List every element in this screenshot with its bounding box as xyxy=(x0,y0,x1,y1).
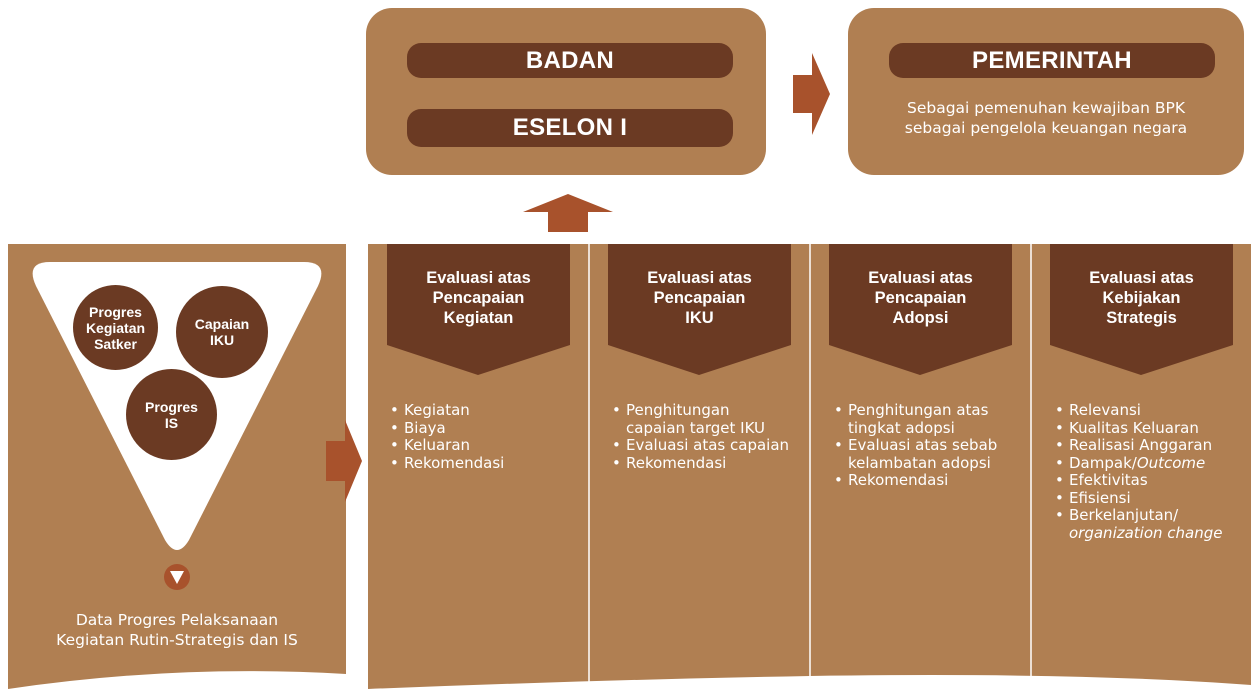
column-title-strategis: Evaluasi atas Kebijakan Strategis xyxy=(1050,268,1233,328)
circle-line: Satker xyxy=(94,335,137,352)
right-arrow-to-pemerintah xyxy=(793,53,830,135)
list-item: Penghitungan atas tingkat adopsi xyxy=(832,401,1012,437)
list-item-italic: organization change xyxy=(1069,523,1223,542)
list-item: Rekomendasi xyxy=(388,454,578,473)
ribbon-shape xyxy=(1050,244,1233,375)
title-line: Kebijakan xyxy=(1102,289,1181,307)
list-item: Kegiatan xyxy=(388,401,578,420)
list-item-text: Dampak/ xyxy=(1069,453,1137,472)
chevron-down-icon-glyph xyxy=(170,571,184,584)
column-list-strategis: Relevansi Kualitas Keluaran Realisasi An… xyxy=(1053,401,1243,542)
pemerintah-subtitle-line: Sebagai pemenuhan kewajiban BPK xyxy=(907,99,1185,117)
title-line: Evaluasi atas xyxy=(647,269,752,287)
title-line: Strategis xyxy=(1106,309,1177,327)
title-line: Evaluasi atas xyxy=(426,269,531,287)
ribbon-shape xyxy=(387,244,570,375)
list-item: Rekomendasi xyxy=(610,454,790,473)
pemerintah-box xyxy=(848,8,1244,175)
list-item: Efektivitas xyxy=(1053,471,1243,490)
title-line: Kegiatan xyxy=(443,309,514,327)
title-line: Evaluasi atas xyxy=(868,269,973,287)
list-item: Rekomendasi xyxy=(832,471,1012,490)
circle-line: Kegiatan xyxy=(85,319,146,336)
title-line: Pencapaian xyxy=(874,289,967,307)
circle-line: IS xyxy=(164,414,179,431)
ribbon-shape xyxy=(608,244,791,375)
pemerintah-pill: PEMERINTAH xyxy=(889,43,1215,78)
title-line: Adopsi xyxy=(892,309,949,327)
caption-line: Kegiatan Rutin-Strategis dan IS xyxy=(56,631,298,649)
title-line: IKU xyxy=(685,309,714,327)
list-item: Relevansi xyxy=(1053,401,1243,420)
pemerintah-subtitle: Sebagai pemenuhan kewajiban BPK sebagai … xyxy=(858,98,1234,138)
circle-line: Progres xyxy=(89,303,142,320)
title-line: Evaluasi atas xyxy=(1089,269,1194,287)
column-title-iku: Evaluasi atas Pencapaian IKU xyxy=(608,268,791,328)
circle-capaian-iku: Capaian IKU xyxy=(176,286,268,378)
left-panel-caption: Data Progres Pelaksanaan Kegiatan Rutin-… xyxy=(12,610,342,650)
list-item-text: Berkelanjutan/ xyxy=(1069,506,1179,524)
column-list-kegiatan: Kegiatan Biaya Keluaran Rekomendasi xyxy=(388,401,578,473)
list-item: Keluaran xyxy=(388,436,578,455)
circle-progres-is: Progres IS xyxy=(126,369,217,460)
pemerintah-subtitle-line: sebagai pengelola keuangan negara xyxy=(904,119,1188,137)
list-item: Evaluasi atas capaian xyxy=(610,436,790,455)
list-item: Realisasi Anggaran xyxy=(1053,436,1243,455)
list-item: Penghitungan capaian target IKU xyxy=(610,401,790,437)
eselon-pill: ESELON I xyxy=(407,109,733,147)
circle-progres-kegiatan-satker: Progres Kegiatan Satker xyxy=(73,285,158,370)
column-title-kegiatan: Evaluasi atas Pencapaian Kegiatan xyxy=(387,268,570,328)
caption-line: Data Progres Pelaksanaan xyxy=(75,611,279,629)
column-list-iku: Penghitungan capaian target IKU Evaluasi… xyxy=(610,401,790,473)
title-line: Pencapaian xyxy=(432,289,525,307)
badan-eselon-box xyxy=(366,8,766,175)
list-item: Evaluasi atas sebab kelambatan adopsi xyxy=(832,436,1012,472)
column-title-adopsi: Evaluasi atas Pencapaian Adopsi xyxy=(829,268,1012,328)
ribbon-shape xyxy=(829,244,1012,375)
list-item: Berkelanjutan/organization change xyxy=(1053,506,1243,542)
title-line: Pencapaian xyxy=(653,289,746,307)
list-item: Biaya xyxy=(388,419,578,438)
list-item: Efisiensi xyxy=(1053,489,1243,508)
up-arrow-to-eselon xyxy=(523,194,613,232)
circle-line: Capaian xyxy=(194,316,250,332)
list-item-italic: Outcome xyxy=(1136,453,1206,472)
list-item: Kualitas Keluaran xyxy=(1053,419,1243,438)
column-list-adopsi: Penghitungan atas tingkat adopsi Evaluas… xyxy=(832,401,1012,490)
badan-pill: BADAN xyxy=(407,43,733,78)
right-arrow-to-columns xyxy=(326,420,362,502)
list-item: Dampak/Outcome xyxy=(1053,453,1243,473)
circle-line: Progres xyxy=(145,398,198,415)
circle-line: IKU xyxy=(209,332,235,348)
